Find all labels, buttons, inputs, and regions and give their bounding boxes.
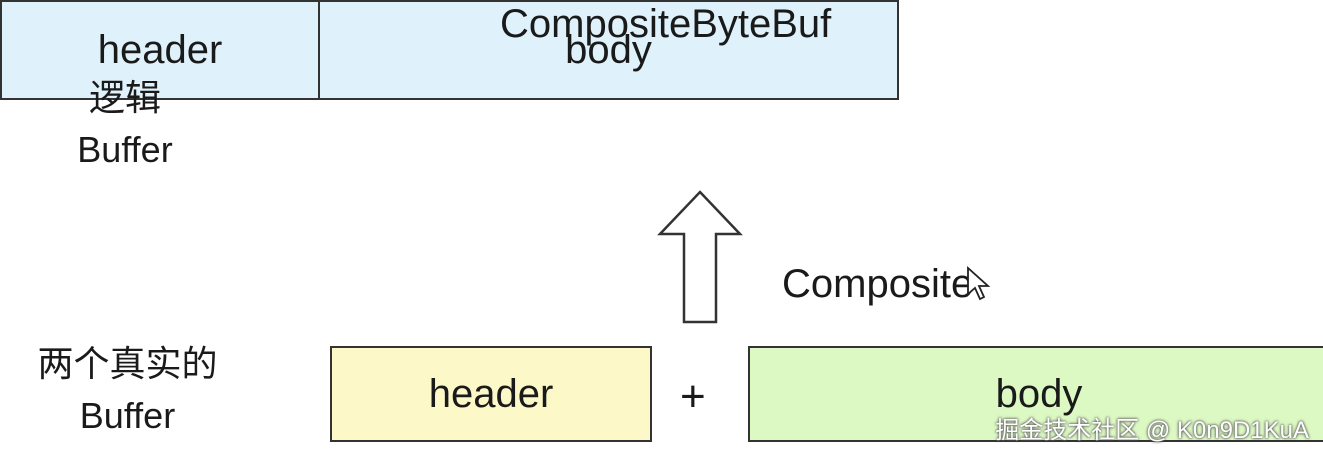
real-buffers-label-line1: 两个真实的 [37, 343, 218, 384]
logical-buffer-label: 逻辑 Buffer [60, 72, 190, 176]
composite-bytebuf-box: header body [0, 0, 899, 100]
watermark: 掘金技术社区 @ K0n9D1KuA [995, 417, 1309, 444]
mouse-cursor-icon [967, 266, 991, 301]
real-header-buffer: header [330, 346, 652, 442]
up-arrow-icon [657, 190, 743, 324]
real-buffers-label: 两个真实的 Buffer [10, 338, 245, 442]
composite-bytebuf-title: CompositeByteBuf [500, 2, 832, 46]
logical-buffer-label-line1: 逻辑 [88, 77, 161, 118]
logical-buffer-label-line2: Buffer [77, 129, 173, 170]
real-body-buffer: body [748, 346, 1323, 442]
real-buffers-label-line2: Buffer [79, 395, 176, 436]
composite-body-segment: body [565, 27, 652, 72]
composite-arrow-label: Composite [782, 262, 974, 306]
plus-sign: + [680, 372, 706, 421]
composite-header-segment: header [2, 2, 320, 98]
